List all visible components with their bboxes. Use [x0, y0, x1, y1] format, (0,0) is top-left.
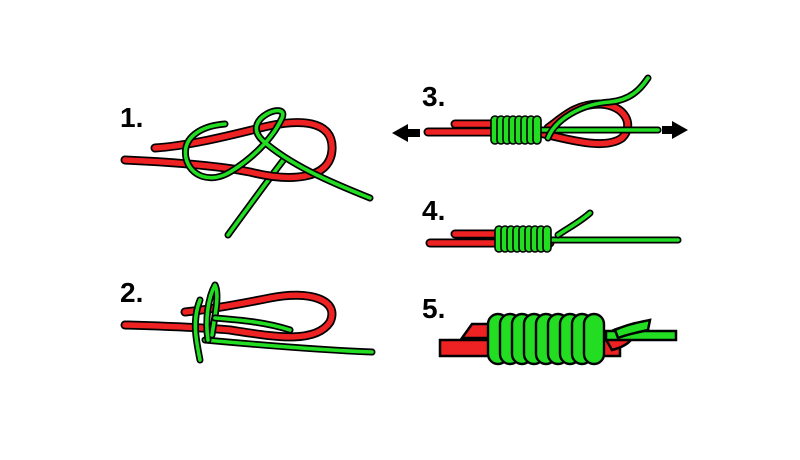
step-4-label: 4.: [422, 195, 445, 226]
step-3-illustration: [392, 74, 688, 149]
pull-right-arrow: [662, 121, 688, 139]
step-5-coils: [486, 312, 606, 366]
step-1-green-line-front: [181, 107, 374, 202]
step-1-label: 1.: [120, 102, 143, 133]
step-4-green-line: [541, 209, 682, 244]
step-3-green-line: [536, 74, 662, 142]
step-4-coils: [494, 225, 552, 253]
step-4-illustration: [425, 209, 682, 253]
step-2-illustration: [120, 281, 376, 364]
step-5-illustration: [438, 312, 678, 366]
step-1-green-line-back: [224, 154, 289, 239]
step-2-green-wraps: [191, 281, 294, 364]
step-1-illustration: [120, 107, 374, 239]
step-5-label: 5.: [422, 293, 445, 324]
step-5-green-line: [604, 318, 678, 342]
step-1-red-line: [120, 118, 337, 182]
step-3-label: 3.: [422, 81, 445, 112]
step-3-coils: [490, 115, 542, 145]
pull-left-arrow: [392, 124, 420, 142]
step-2-label: 2.: [120, 277, 143, 308]
step-2-green-tail: [201, 336, 376, 356]
